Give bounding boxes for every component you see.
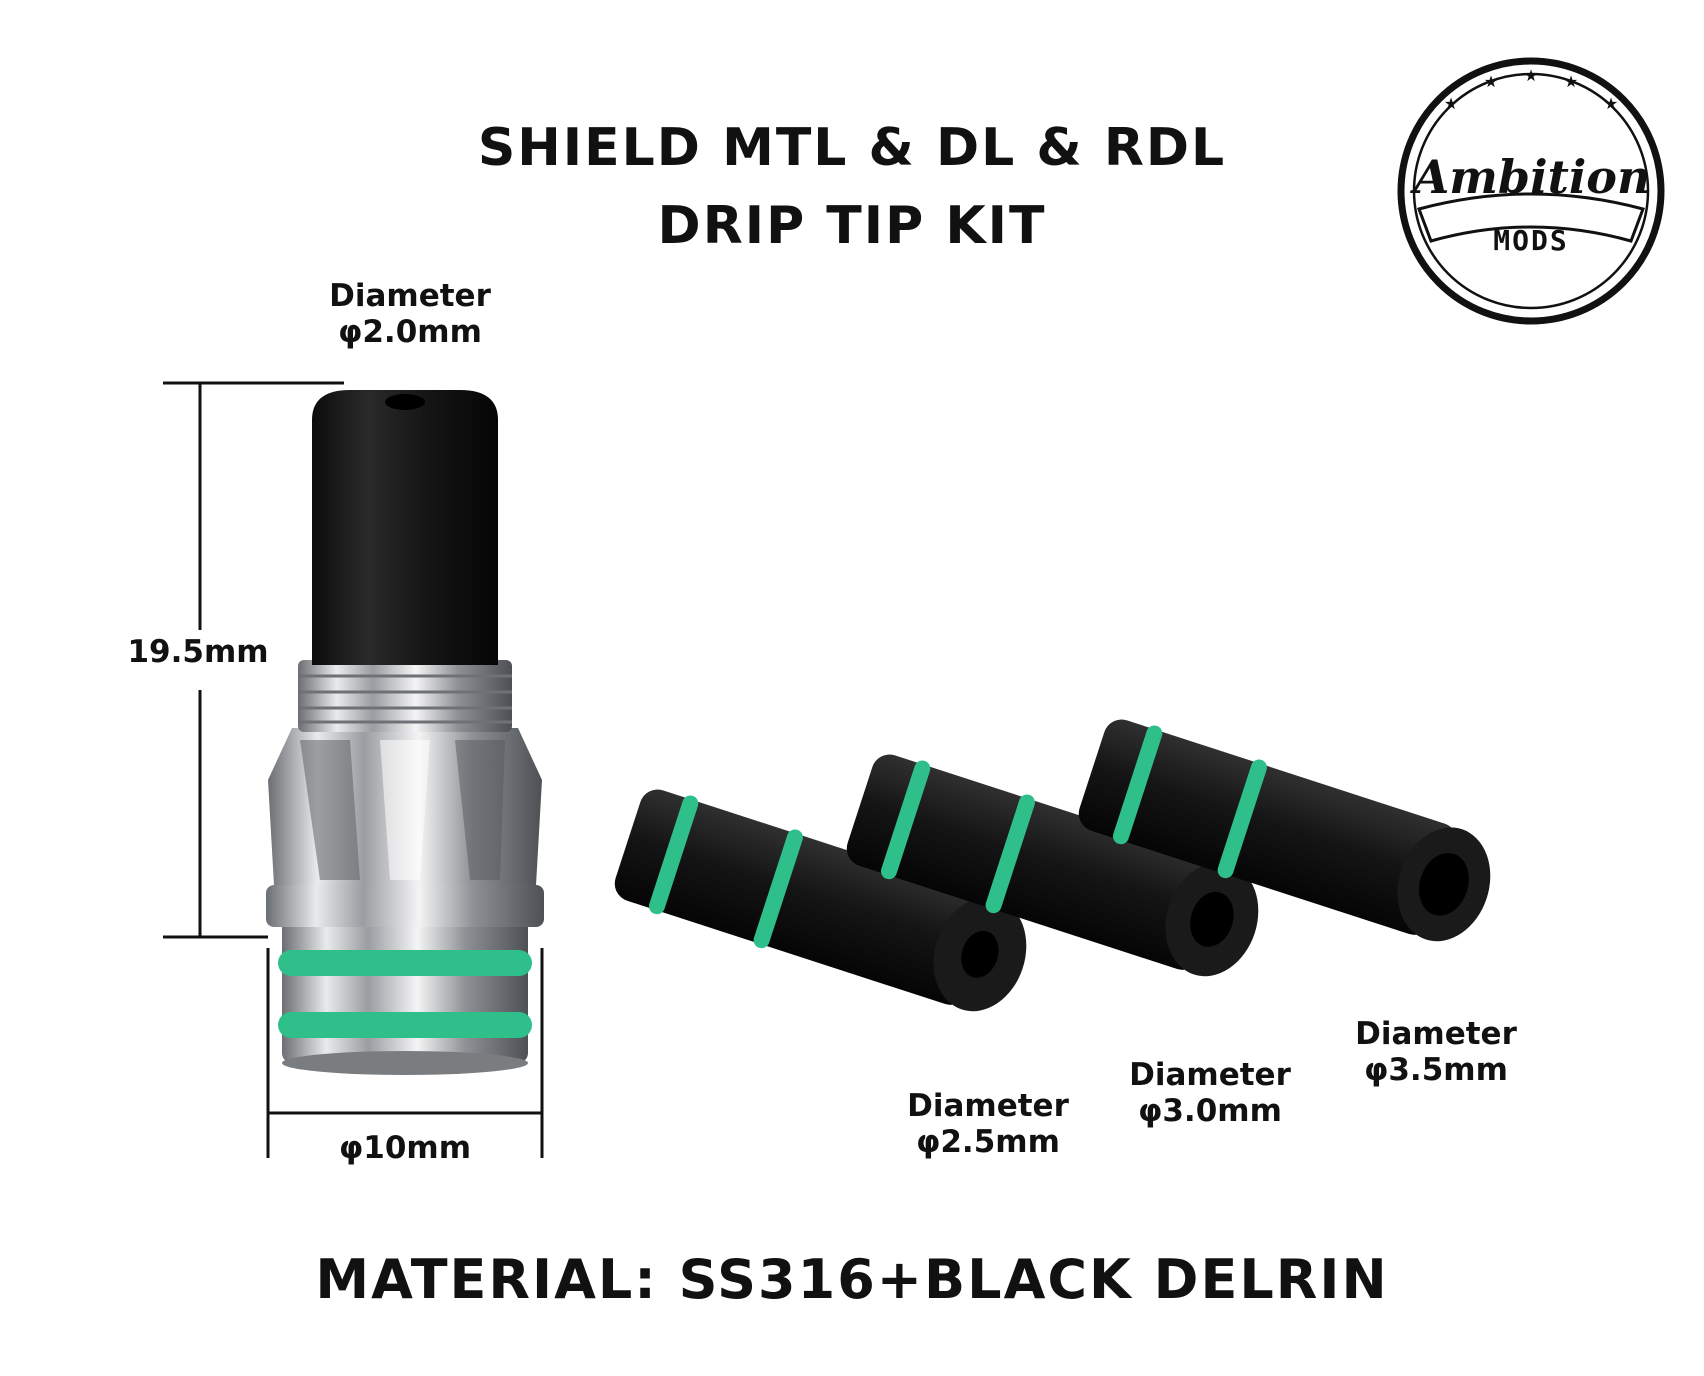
insert-2-value: φ3.0mm: [1138, 1093, 1282, 1129]
insert-callout-2: Diameter φ3.0mm: [1110, 1057, 1310, 1129]
main-drip-tip: [266, 390, 544, 1075]
insert-tube-3: [1078, 719, 1491, 942]
height-value: 19.5mm: [127, 634, 269, 670]
top-diameter-label: Diameter: [329, 278, 491, 314]
dimension-lines: [163, 381, 544, 1158]
insert-tube-1: [614, 789, 1027, 1012]
top-diameter-callout: Diameter φ2.0mm: [320, 278, 500, 350]
insert-callout-1: Diameter φ2.5mm: [888, 1088, 1088, 1160]
heading-line-1: SHIELD MTL & DL & RDL: [477, 118, 1227, 178]
svg-text:★: ★: [1444, 94, 1458, 113]
material-caption: MATERIAL: SS316+BLACK DELRIN: [315, 1248, 1389, 1311]
base-width-value: φ10mm: [339, 1130, 471, 1166]
insert-callout-3: Diameter φ3.5mm: [1336, 1016, 1536, 1088]
svg-text:★: ★: [1604, 94, 1618, 113]
insert-3-value: φ3.5mm: [1364, 1052, 1508, 1088]
svg-text:★: ★: [1484, 72, 1498, 91]
insert-1-label: Diameter: [907, 1088, 1069, 1124]
brand-logo: ★ ★ ★ ★ ★: [1397, 57, 1665, 325]
svg-text:★: ★: [1524, 66, 1538, 85]
top-diameter-value: φ2.0mm: [338, 314, 482, 350]
svg-text:★: ★: [1564, 72, 1578, 91]
insert-1-value: φ2.5mm: [916, 1124, 1060, 1160]
insert-2-label: Diameter: [1129, 1057, 1291, 1093]
insert-3-label: Diameter: [1355, 1016, 1517, 1052]
logo-banner-text: MODS: [1493, 224, 1569, 257]
insert-tube-2: [846, 754, 1259, 977]
logo-script-text: Ambition: [1413, 150, 1651, 204]
heading-line-2: DRIP TIP KIT: [657, 196, 1047, 256]
